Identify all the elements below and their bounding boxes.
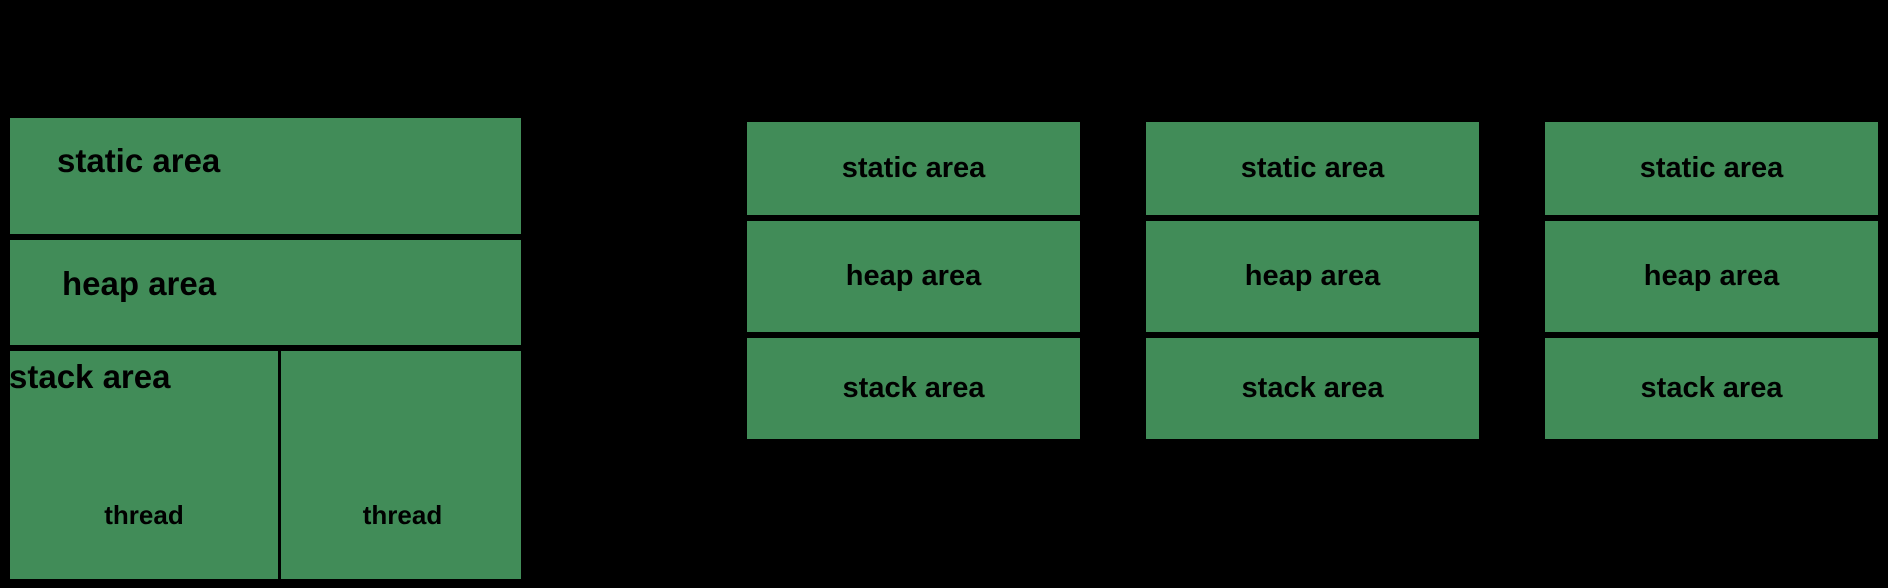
stack-area-band: stack area (1542, 335, 1881, 442)
stack-area-band: thread thread (7, 348, 524, 582)
static-area-band (7, 115, 524, 237)
static-area-label: static area (1240, 152, 1385, 184)
heap-area-label: heap area (62, 265, 217, 302)
heap-area-label: heap area (1643, 260, 1780, 292)
heap-area-band: heap area (1143, 218, 1482, 335)
heap-area-band: heap area (1542, 218, 1881, 335)
heap-area-band (7, 237, 524, 348)
static-area-label: static area (841, 152, 986, 184)
single-threaded-process-block: static area heap area stack area (744, 119, 1083, 442)
thread-label: thread (362, 500, 443, 530)
thread-cell: thread (10, 351, 281, 579)
thread-label: thread (104, 500, 184, 530)
single-threaded-process-block: static area heap area stack area (1143, 119, 1482, 442)
single-threaded-process-block: static area heap area stack area (1542, 119, 1881, 442)
heap-area-label: heap area (1244, 260, 1381, 292)
multithreaded-process-block: thread thread static area heap area stac… (7, 115, 524, 582)
stack-area-label: stack area (9, 358, 171, 395)
thread-cell: thread (281, 351, 524, 579)
static-area-band: static area (1143, 119, 1482, 218)
static-area-band: static area (744, 119, 1083, 218)
stack-area-label: stack area (1241, 372, 1384, 404)
static-area-label: static area (57, 142, 221, 179)
heap-area-label: heap area (845, 260, 982, 292)
static-area-band: static area (1542, 119, 1881, 218)
stack-area-label: stack area (1640, 372, 1783, 404)
stack-area-band: stack area (1143, 335, 1482, 442)
stack-area-band: stack area (744, 335, 1083, 442)
stack-area-label: stack area (842, 372, 985, 404)
static-area-label: static area (1639, 152, 1784, 184)
heap-area-band: heap area (744, 218, 1083, 335)
